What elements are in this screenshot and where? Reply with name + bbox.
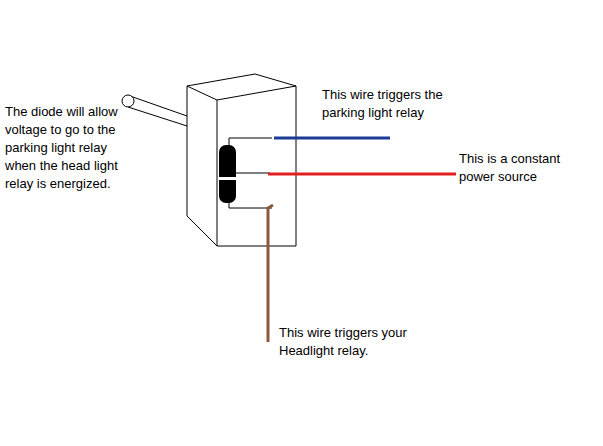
- toggle-lever: [122, 95, 187, 126]
- note-label: This is a constant power source: [459, 150, 579, 186]
- switch-housing: [187, 74, 296, 246]
- note-label: The diode will allow voltage to go to th…: [5, 103, 127, 193]
- blue-wire: [274, 137, 390, 140]
- brown-wire: [268, 205, 273, 342]
- red-wire: [268, 173, 456, 176]
- diode-symbol: [219, 145, 236, 203]
- note-label: This wire triggers your Headlight relay.: [279, 324, 429, 360]
- note-label: This wire triggers the parking light rel…: [322, 86, 462, 122]
